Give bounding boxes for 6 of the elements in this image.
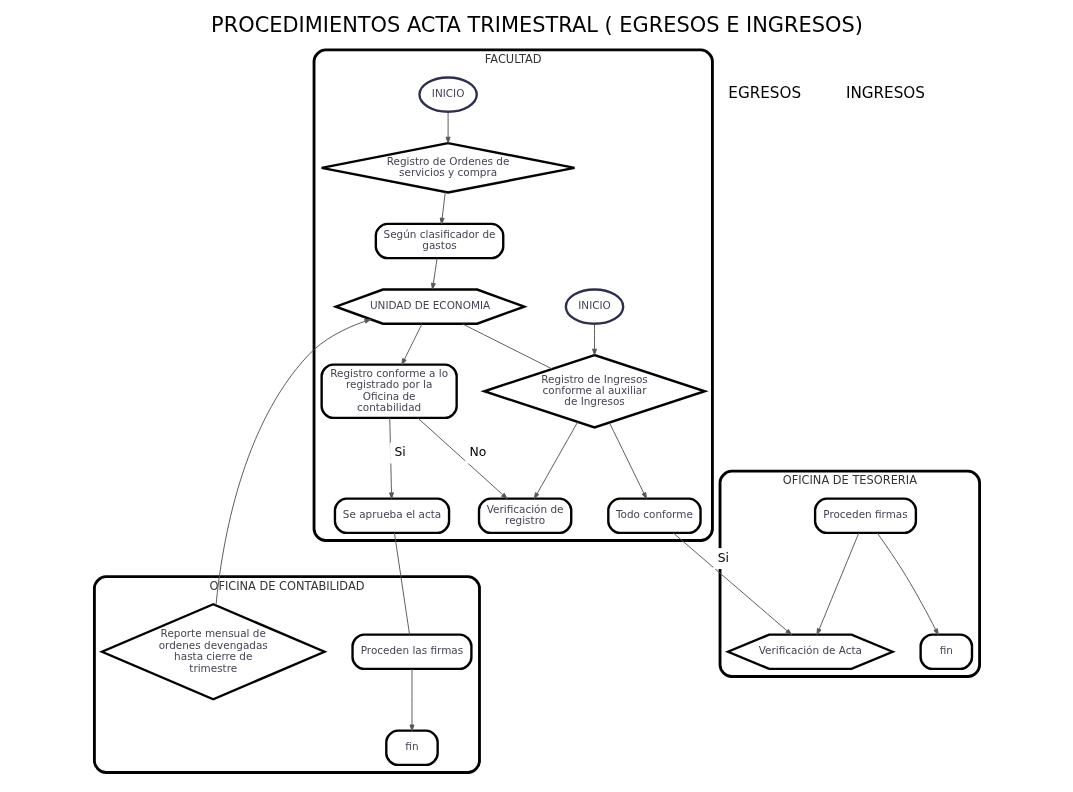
edge-label: Si [717, 550, 729, 565]
edge-label: Si [393, 445, 406, 460]
label: EGRESOS [727, 84, 801, 103]
diagram-title: PROCEDIMIENTOS ACTA TRIMESTRAL ( EGRESOS E INGRESOS) [210, 13, 863, 38]
label: INGRESOS [845, 84, 925, 103]
edge-label: No [468, 445, 486, 460]
